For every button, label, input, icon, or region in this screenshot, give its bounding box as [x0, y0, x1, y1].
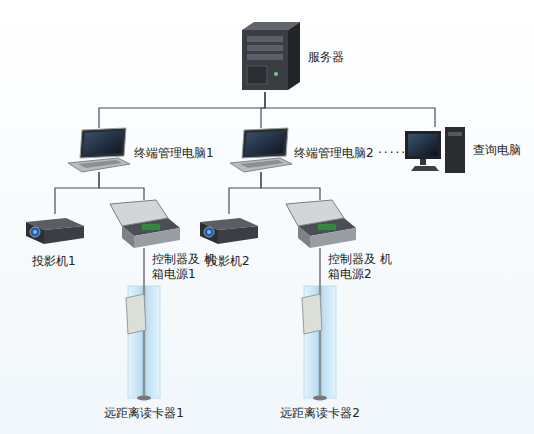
projector-illustration [26, 218, 84, 244]
device-label: 投影机2 [206, 254, 250, 269]
device-label: 终端管理电脑1 [134, 146, 214, 161]
controller-illustration [110, 200, 180, 248]
reader-illustration [126, 286, 160, 401]
network-link [319, 248, 320, 286]
server-illustration [242, 22, 300, 90]
device-node: 控制器及 机箱电源2 [284, 200, 356, 248]
device-node: 服务器 [230, 22, 300, 92]
device-node: 远距离读卡器1 [124, 286, 164, 402]
device-label: 终端管理电脑2 [294, 146, 374, 161]
network-link [261, 172, 320, 200]
laptop-illustration [230, 128, 292, 172]
device-node: 终端管理电脑1 [68, 128, 130, 172]
network-link [99, 172, 144, 200]
device-node: 投影机2 [200, 214, 258, 244]
device-node: 查询电脑 [405, 127, 465, 173]
network-link [143, 248, 144, 286]
network-link [55, 172, 99, 214]
network-link [229, 172, 261, 214]
device-node: 投影机1 [26, 214, 84, 244]
device-label: 查询电脑 [473, 143, 521, 158]
network-link [99, 92, 265, 128]
reader-illustration [302, 286, 336, 401]
device-label: 远距离读卡器2 [276, 406, 364, 421]
device-label: 服务器 [308, 50, 344, 65]
device-label: 投影机1 [32, 254, 76, 269]
device-node: 控制器及 机箱电源1 [108, 200, 180, 248]
device-node: 远距离读卡器2 [300, 286, 340, 402]
continuation-dots: ······ [378, 146, 413, 161]
device-node: 终端管理电脑2 [230, 128, 292, 172]
projector-illustration [200, 218, 258, 244]
device-label: 远距离读卡器1 [100, 406, 188, 421]
laptop-illustration [68, 128, 130, 172]
desktop-illustration [405, 127, 465, 173]
network-link [265, 92, 435, 127]
connector-layer [55, 92, 435, 286]
controller-illustration [286, 200, 356, 248]
device-label: 控制器及 机箱电源2 [328, 252, 392, 282]
